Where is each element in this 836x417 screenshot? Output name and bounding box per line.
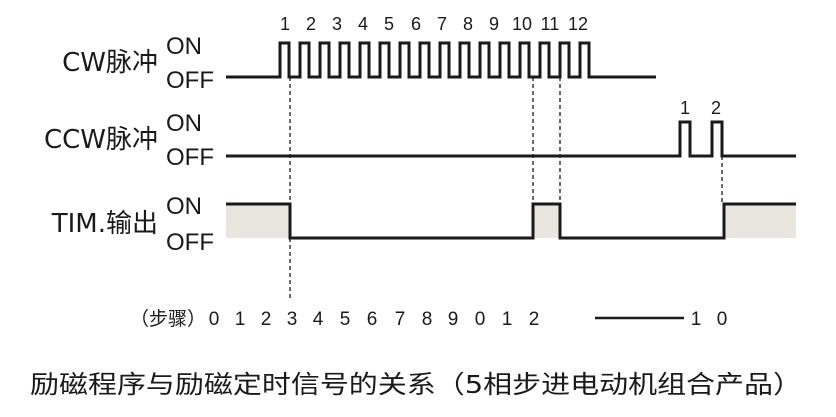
cw-pulse-number: 7 — [437, 14, 447, 34]
cw-pulse-numbers: 1 2 3 4 5 6 7 8 9 10 11 12 — [280, 14, 588, 34]
step-value: 2 — [529, 309, 540, 330]
step-value: 0 — [209, 309, 220, 330]
tim-shade-right — [724, 204, 796, 238]
step-value: 2 — [261, 309, 272, 330]
tim-signal-label: TIM.输出 — [51, 209, 158, 239]
cw-pulse-number: 8 — [463, 14, 473, 34]
step-value: 9 — [448, 309, 459, 330]
step-value: 8 — [422, 309, 433, 330]
cw-pulse-number: 4 — [358, 14, 368, 34]
cw-pulse-number: 3 — [332, 14, 342, 34]
step-value: 4 — [313, 309, 324, 330]
step-value: 7 — [395, 309, 406, 330]
cw-pulse-number: 1 — [280, 14, 290, 34]
step-value: 3 — [287, 309, 298, 330]
ccw-waveform — [226, 120, 796, 158]
cw-pulse-number: 12 — [568, 14, 588, 34]
tim-shade-mid — [533, 204, 560, 238]
cw-pulse-number: 9 — [489, 14, 499, 34]
step-value: 6 — [367, 309, 378, 330]
cw-off-label: OFF — [166, 67, 214, 94]
ccw-pulse-number: 1 — [680, 98, 690, 118]
cw-waveform — [226, 41, 656, 79]
cw-signal-label: CW脉冲 — [62, 48, 158, 78]
step-value: 5 — [340, 309, 351, 330]
step-value: 1 — [235, 309, 246, 330]
step-value: 1 — [691, 309, 702, 330]
step-values: 0 1 2 3 4 5 6 7 8 9 0 1 2 — [209, 309, 540, 330]
ccw-signal-label: CCW脉冲 — [44, 125, 158, 155]
tim-on-label: ON — [166, 193, 202, 220]
cw-pulse-number: 5 — [384, 14, 394, 34]
cw-pulse-number: 6 — [411, 14, 421, 34]
cw-pulse-number: 2 — [306, 14, 316, 34]
cw-pulse-number: 11 — [541, 14, 560, 34]
cw-on-label: ON — [166, 33, 202, 60]
steps-prefix: （步骤） — [130, 308, 206, 330]
tim-waveform — [226, 202, 796, 240]
tim-shade-left — [226, 204, 290, 238]
step-value: 0 — [475, 309, 486, 330]
step-value: 1 — [502, 309, 513, 330]
cw-pulse-number: 10 — [512, 14, 532, 34]
ccw-pulse-number: 2 — [711, 98, 721, 118]
figure-caption: 励磁程序与励磁定时信号的关系（5相步进电动机组合产品） — [30, 370, 802, 399]
step-value: 0 — [717, 309, 728, 330]
ccw-off-label: OFF — [166, 144, 214, 171]
ccw-on-label: ON — [166, 110, 202, 137]
tim-off-label: OFF — [166, 229, 214, 256]
